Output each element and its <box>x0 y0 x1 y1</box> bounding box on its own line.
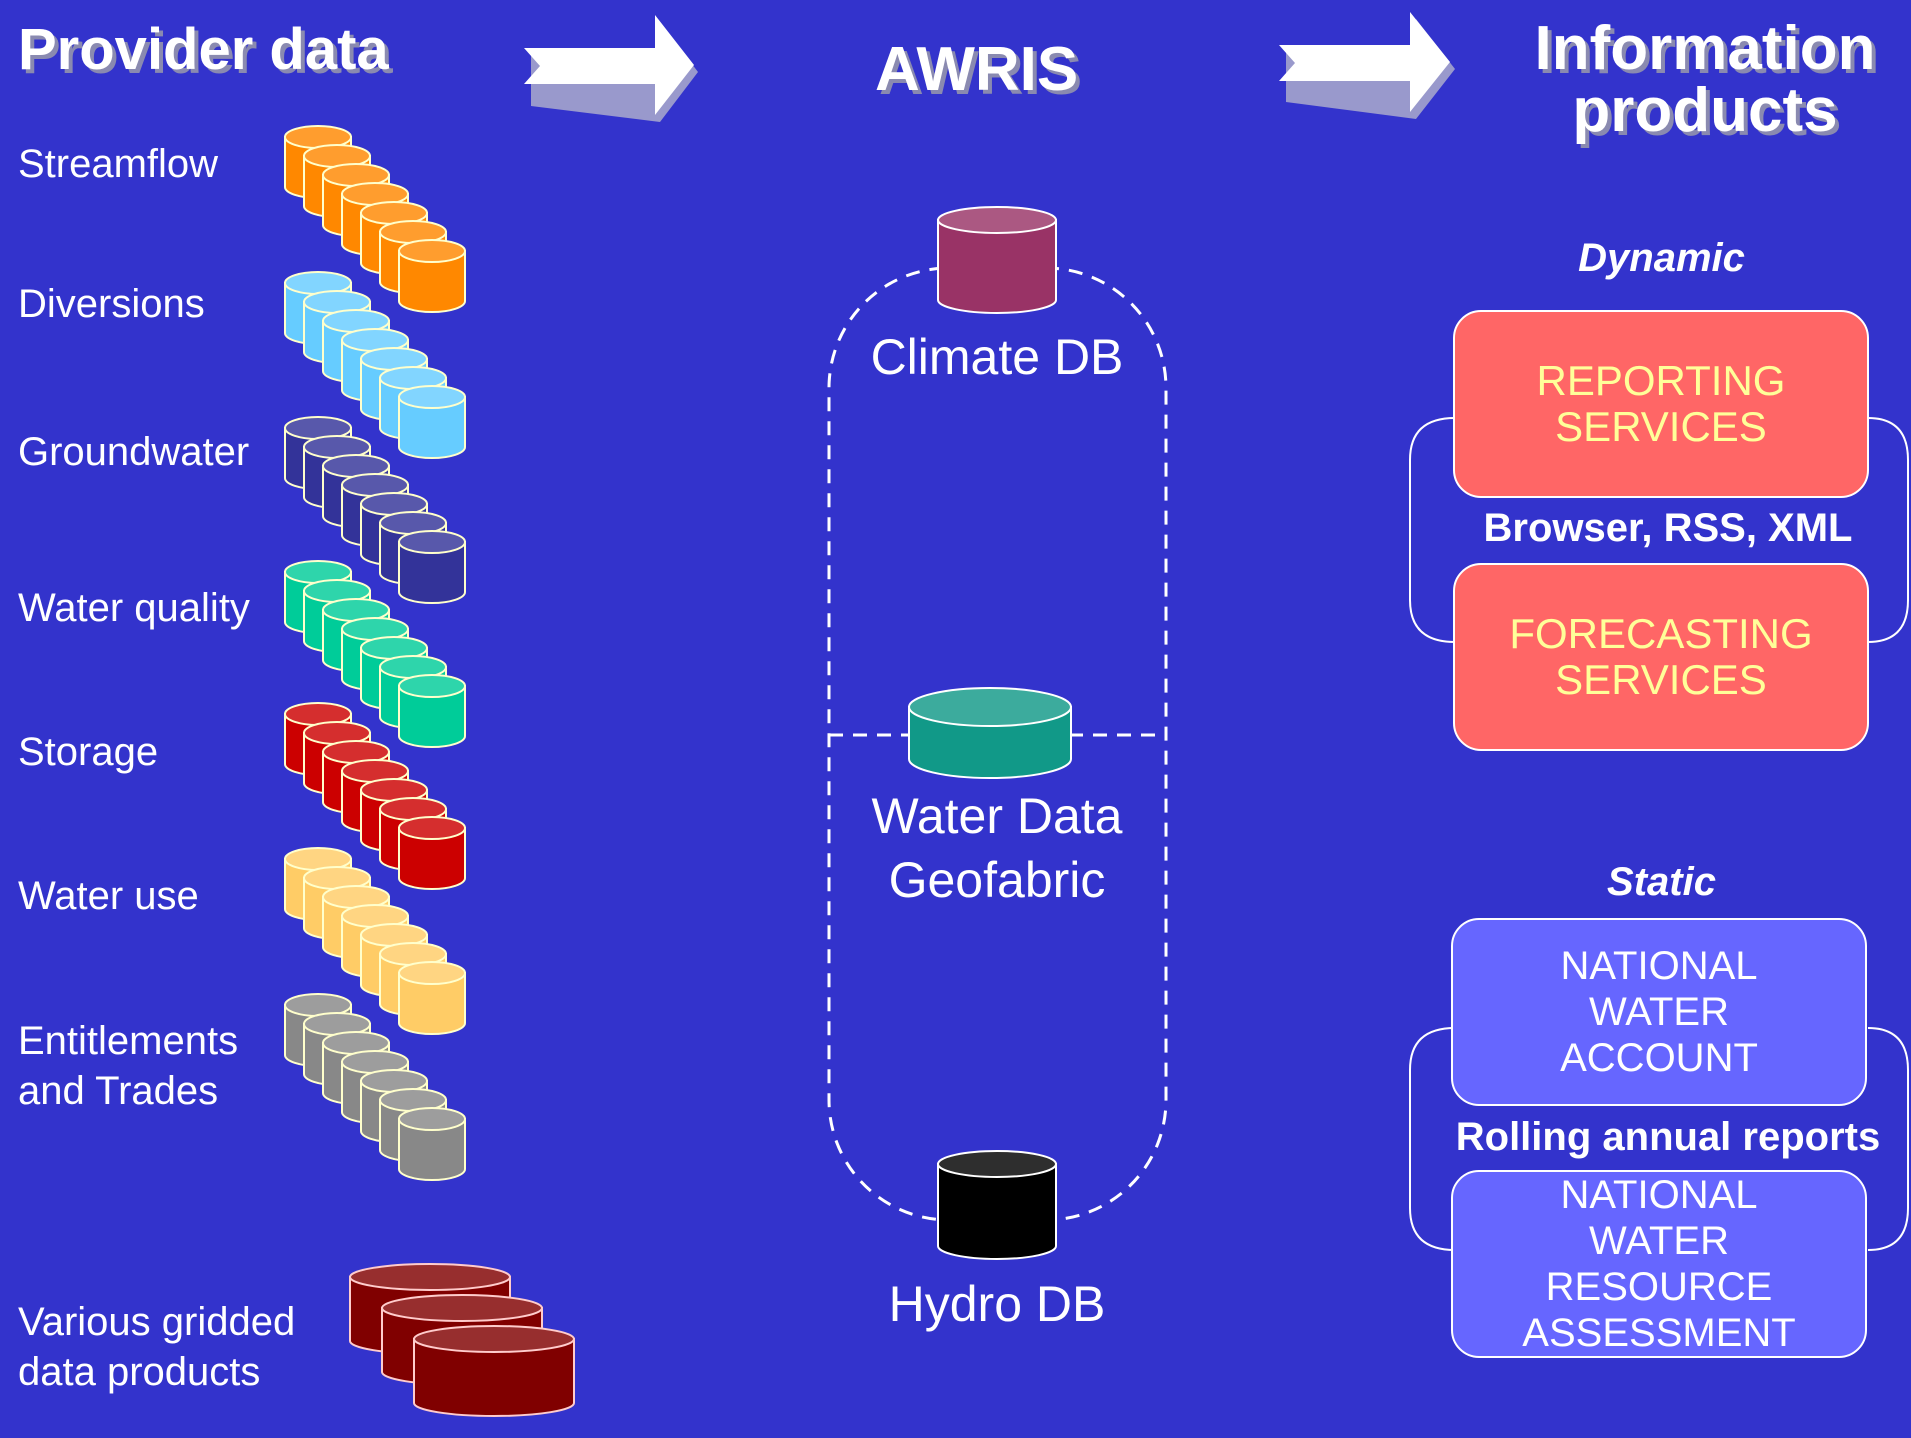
database-icon <box>398 961 466 1035</box>
database-icon <box>398 239 466 313</box>
dynamic-bracket <box>1867 417 1909 643</box>
provider-label-groundwater: Groundwater <box>18 430 250 474</box>
static-bracket <box>1867 1027 1909 1251</box>
static-channels-label: Rolling annual reports <box>1455 1115 1881 1159</box>
database-icon <box>398 674 466 748</box>
dynamic-title: Dynamic <box>1578 236 1745 280</box>
climate-database-icon <box>937 206 1057 314</box>
database-icon <box>398 530 466 604</box>
provider-label-diversions: Diversions <box>18 282 205 326</box>
arrow-right-icon <box>1279 12 1455 119</box>
provider-label-storage: Storage <box>18 730 159 774</box>
provider-label-water-quality: Water quality <box>18 586 250 630</box>
dynamic-channels-label: Browser, RSS, XML <box>1483 506 1853 550</box>
database-icon <box>398 385 466 459</box>
geofabric-database-icon <box>908 687 1072 779</box>
forecasting-services-box: FORECASTING SERVICES <box>1453 563 1869 751</box>
climate-db-label: Climate DB <box>870 329 1124 385</box>
provider-label-entitlements: Entitlements and Trades <box>18 1019 239 1113</box>
provider-label-water-use: Water use <box>18 874 199 918</box>
arrow-right-icon <box>524 15 698 122</box>
hydro-database-icon <box>937 1150 1057 1260</box>
static-title: Static <box>1607 860 1716 904</box>
information-products-heading: Information products <box>1534 14 1876 145</box>
national-water-account-box: NATIONAL WATER ACCOUNT <box>1451 918 1867 1106</box>
geofabric-label: Water Data Geofabric <box>871 788 1123 908</box>
static-bracket <box>1409 1027 1456 1251</box>
dynamic-bracket <box>1409 417 1456 643</box>
awris-heading: AWRIS <box>875 35 1079 104</box>
provider-label-gridded: Various gridded data products <box>18 1300 296 1394</box>
provider-label-streamflow: Streamflow <box>18 142 219 186</box>
national-water-resource-assessment-box: NATIONAL WATER RESOURCE ASSESSMENT <box>1451 1170 1867 1358</box>
database-icon <box>398 1107 466 1181</box>
database-icon <box>413 1325 575 1417</box>
database-icon <box>398 816 466 890</box>
provider-data-heading: Provider data <box>18 17 389 82</box>
hydro-db-label: Hydro DB <box>888 1276 1106 1332</box>
reporting-services-box: REPORTING SERVICES <box>1453 310 1869 498</box>
